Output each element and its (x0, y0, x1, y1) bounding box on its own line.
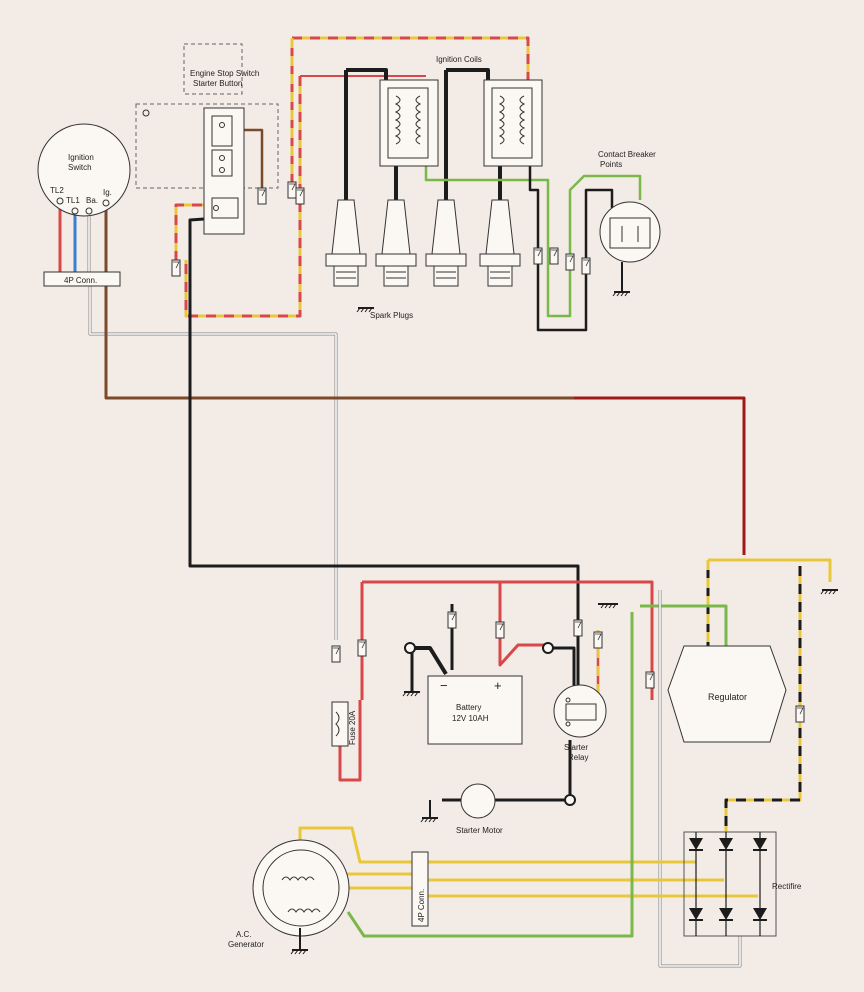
ignition-switch-label-line1: Ignition (68, 153, 94, 162)
terminal-post-3 (564, 794, 576, 806)
inline-connector-8 (581, 257, 591, 275)
wire-red-25 (338, 700, 362, 782)
battery-label-line2: 12V 10AH (452, 714, 489, 723)
inline-connector-3 (287, 181, 297, 199)
wire-black-13 (528, 166, 614, 332)
ac-generator: A.C. Generator (228, 839, 350, 949)
inline-connector-16 (795, 705, 805, 723)
fuse: Fuse 20A (331, 701, 357, 747)
wire-white-core-35 (659, 590, 741, 967)
wire-black-30 (548, 646, 576, 690)
inline-connector-2 (257, 187, 267, 205)
regulator: Regulator (667, 645, 787, 743)
ignition-switch-label-line2: Switch (68, 163, 92, 172)
grounds-and-connectors (171, 181, 838, 955)
inline-connector-1 (171, 259, 181, 277)
ignition-coil-right (483, 79, 543, 167)
ignition-coils-label: Ignition Coils (436, 55, 482, 64)
terminal-tl1-label: TL1 (66, 196, 80, 205)
terminal-post-2 (542, 642, 554, 654)
terminal-ig-label: Ig. (103, 188, 112, 197)
ground-symbol-2 (356, 307, 374, 313)
wire-black-7 (346, 68, 388, 80)
wire-tracer-red-3 (184, 76, 302, 318)
wire-red-23 (362, 580, 654, 700)
battery: − + Battery 12V 10AH (427, 675, 523, 745)
ground-symbol-4 (420, 817, 438, 823)
contact-breaker-label-line1: Contact Breaker (598, 150, 656, 159)
wire-yellow-red-1 (292, 36, 530, 80)
battery-label-line1: Battery (456, 703, 481, 712)
ac-generator-label-line1: A.C. (236, 930, 252, 939)
spark-plug-3 (425, 199, 467, 287)
wire-white-19 (88, 286, 338, 640)
inline-connector-11 (447, 611, 457, 629)
wire-green-34 (640, 604, 728, 646)
contact-breaker-label-line2: Points (600, 160, 622, 169)
battery-minus: − (440, 678, 448, 693)
inline-connector-10 (357, 639, 367, 657)
terminal-tl2-label: TL2 (50, 186, 64, 195)
wire-brown-20 (104, 286, 574, 400)
connector-4p-bottom: 4P Conn. (411, 851, 429, 927)
inline-connector-5 (533, 247, 543, 265)
connector-4p-top-label: 4P Conn. (64, 276, 97, 285)
spark-plug-1 (325, 199, 367, 287)
spark-plug-2 (375, 199, 417, 287)
handlebar-switch-housing (135, 103, 279, 235)
starter-motor-label: Starter Motor (456, 826, 503, 835)
wire-tracer-red-4 (174, 203, 220, 260)
ground-symbol-6 (820, 589, 838, 595)
wires (58, 36, 832, 968)
wire-black-22 (188, 216, 580, 690)
connector-4p-top: 4P Conn. (43, 271, 121, 287)
wire-yellow-39 (298, 826, 412, 864)
wire-brown-14 (240, 128, 264, 200)
terminal-ba-label: Ba. (86, 196, 98, 205)
starter-relay-label-line1: Starter (564, 743, 588, 752)
terminal-post-1 (404, 642, 416, 654)
wire-dark_red-21 (574, 396, 746, 555)
wire-tracer-red-1 (292, 36, 530, 80)
ignition-coil-left (379, 79, 439, 167)
spark-plugs-label: Spark Plugs (370, 311, 413, 320)
rectifier: Rectifire (683, 831, 802, 937)
wire-green-12 (424, 166, 642, 318)
engine-stop-switch-label: Engine Stop Switch (190, 69, 259, 78)
regulator-label: Regulator (708, 692, 747, 702)
starter-relay-label-line2: Relay (568, 753, 588, 762)
wire-black-29 (410, 646, 448, 676)
wire-red-26 (498, 582, 548, 667)
inline-connector-12 (495, 621, 505, 639)
inline-connector-7 (565, 253, 575, 271)
inline-connector-13 (573, 619, 583, 637)
wire-yellow-32 (708, 558, 832, 582)
starter-relay: Starter Relay (553, 684, 607, 762)
spark-plugs (325, 199, 521, 287)
inline-connector-15 (645, 671, 655, 689)
battery-plus: + (494, 678, 502, 693)
inline-connector-9 (331, 645, 341, 663)
starter-button-label: Starter Button (193, 79, 242, 88)
ground-symbol-7 (290, 949, 308, 955)
wire-white-core-19 (89, 286, 337, 640)
inline-connector-4 (295, 187, 305, 205)
spark-plug-4 (479, 199, 521, 287)
inline-connector-6 (549, 247, 559, 265)
engine-stop-switch-label-box: Engine Stop Switch Starter Button (183, 43, 259, 95)
rectifier-label: Rectifire (772, 882, 802, 891)
starter-motor: Starter Motor (456, 783, 503, 835)
connector-4p-bottom-label: 4P Conn. (417, 889, 426, 922)
inline-connector-14 (593, 631, 603, 649)
wire-black-10 (446, 68, 490, 80)
wire-tracer-black-33 (724, 566, 802, 832)
contact-breaker-points: Contact Breaker Points (598, 150, 661, 263)
ignition-switch: Ignition Switch TL2 TL1 Ba. Ig. (37, 123, 131, 217)
wire-green-45 (346, 612, 634, 938)
ground-symbol-3 (402, 691, 420, 697)
ac-generator-label-line2: Generator (228, 940, 264, 949)
ground-symbol-1 (612, 291, 630, 297)
fuse-label: Fuse 20A (348, 710, 357, 745)
